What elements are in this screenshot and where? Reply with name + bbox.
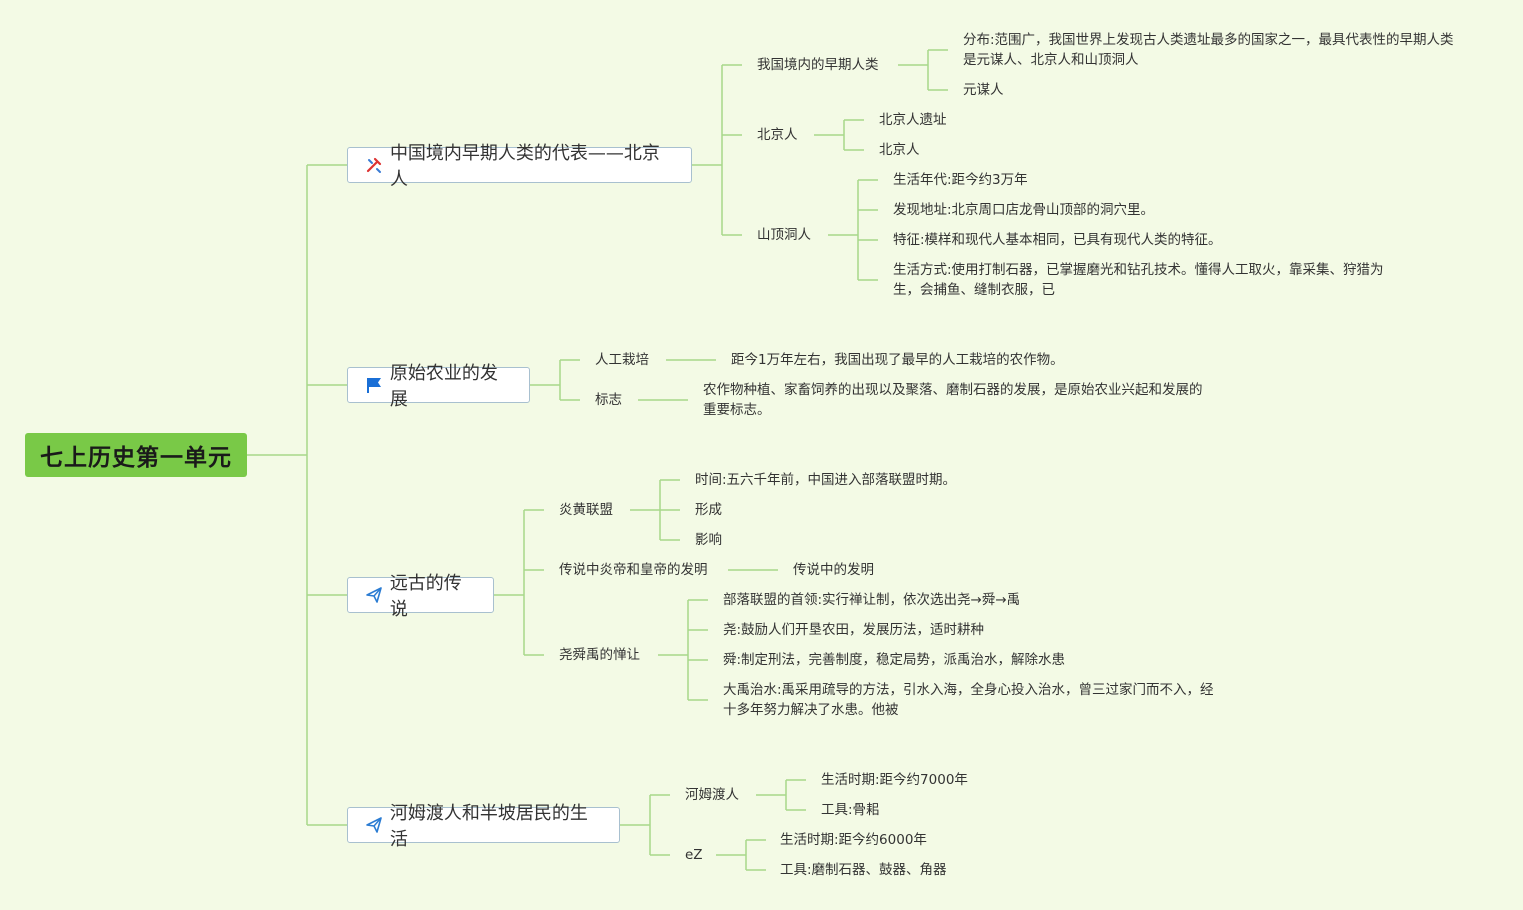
leaf-alliance-time[interactable]: 时间:五六千年前，中国进入部落联盟时期。 [695,472,957,488]
branch-topic-hemudu-banpo[interactable]: 河姆渡人和半坡居民的生活 [347,803,620,850]
branch-topic-agriculture[interactable]: 原始农业的发展 [347,363,530,410]
leaf-hemudu-tools[interactable]: 工具:骨耜 [821,802,880,818]
leaf-cultivation-detail[interactable]: 距今1万年左右，我国出现了最早的人工栽培的农作物。 [731,352,1064,368]
leaf-alliance-influence[interactable]: 影响 [695,532,722,548]
leaf-discovery-site[interactable]: 发现地址:北京周口店龙骨山顶部的洞穴里。 [893,202,1155,218]
subtopic-cultivation[interactable]: 人工栽培 [595,352,649,368]
subtopic-abdication[interactable]: 尧舜禹的惮让 [559,647,640,663]
branch-topic-beijing-man[interactable]: 中国境内早期人类的代表——北京人 [347,143,692,190]
subtopic-inventions[interactable]: 传说中炎帝和皇帝的发明 [559,562,708,578]
leaf-living-era[interactable]: 生活年代:距今约3万年 [893,172,1028,188]
branch-title: 中国境内早期人类的代表——北京人 [389,143,660,190]
leaf-yuanmou-man[interactable]: 元谋人 [963,82,1004,98]
tools-icon [364,155,384,175]
leaf-yu-flood-control[interactable]: 大禹治水:禹采用疏导的方法，引水入海，全身心投入治水，曾三过家门而不入，经十多年… [723,682,1214,718]
flag-icon [364,375,384,395]
branch-title: 远古的传说 [389,573,462,620]
leaf-alliance-formation[interactable]: 形成 [695,502,722,518]
subtopic-early-humans[interactable]: 我国境内的早期人类 [757,57,879,73]
branch-title: 原始农业的发展 [389,363,498,410]
leaf-alliance-leaders[interactable]: 部落联盟的首领:实行禅让制，依次选出尧→舜→禹 [723,592,1021,608]
leaf-distribution[interactable]: 分布:范围广，我国世界上发现古人类遗址最多的国家之一，最具代表性的早期人类是元谋… [963,32,1454,68]
leaf-banpo-period[interactable]: 生活时期:距今约6000年 [780,832,927,848]
subtopic-yanhuang-alliance[interactable]: 炎黄联盟 [559,502,613,518]
branch-title: 河姆渡人和半坡居民的生活 [389,803,588,850]
leaf-beijing-site[interactable]: 北京人遗址 [879,112,947,128]
root-topic[interactable]: 七上历史第一单元 [25,433,247,477]
leaf-banpo-tools[interactable]: 工具:磨制石器、鼓器、角器 [780,862,947,878]
leaf-shun[interactable]: 舜:制定刑法，完善制度，稳定局势，派禹治水，解除水患 [723,652,1066,668]
leaf-features[interactable]: 特征:模样和现代人基本相同，已具有现代人类的特征。 [893,232,1222,248]
subtopic-markers[interactable]: 标志 [595,392,622,408]
send-icon [364,585,384,605]
send-icon [364,815,384,835]
subtopic-upper-cave-man[interactable]: 山顶洞人 [757,227,811,243]
leaf-lifestyle[interactable]: 生活方式:使用打制石器，已掌握磨光和钻孔技术。懂得人工取火，靠采集、狩猎为生，会… [893,262,1384,298]
subtopic-hemudu[interactable]: 河姆渡人 [685,787,739,803]
branch-topic-legends[interactable]: 远古的传说 [347,573,494,620]
leaf-yao[interactable]: 尧:鼓励人们开垦农田，发展历法，适时耕种 [723,622,985,638]
leaf-markers-detail[interactable]: 农作物种植、家畜饲养的出现以及聚落、磨制石器的发展，是原始农业兴起和发展的重要标… [703,382,1203,418]
leaf-legendary-inventions[interactable]: 传说中的发明 [793,562,874,578]
leaf-hemudu-period[interactable]: 生活时期:距今约7000年 [821,772,968,788]
subtopic-ez[interactable]: eZ [685,847,703,863]
leaf-beijing-man[interactable]: 北京人 [879,142,920,158]
subtopic-beijing-man[interactable]: 北京人 [757,127,798,143]
